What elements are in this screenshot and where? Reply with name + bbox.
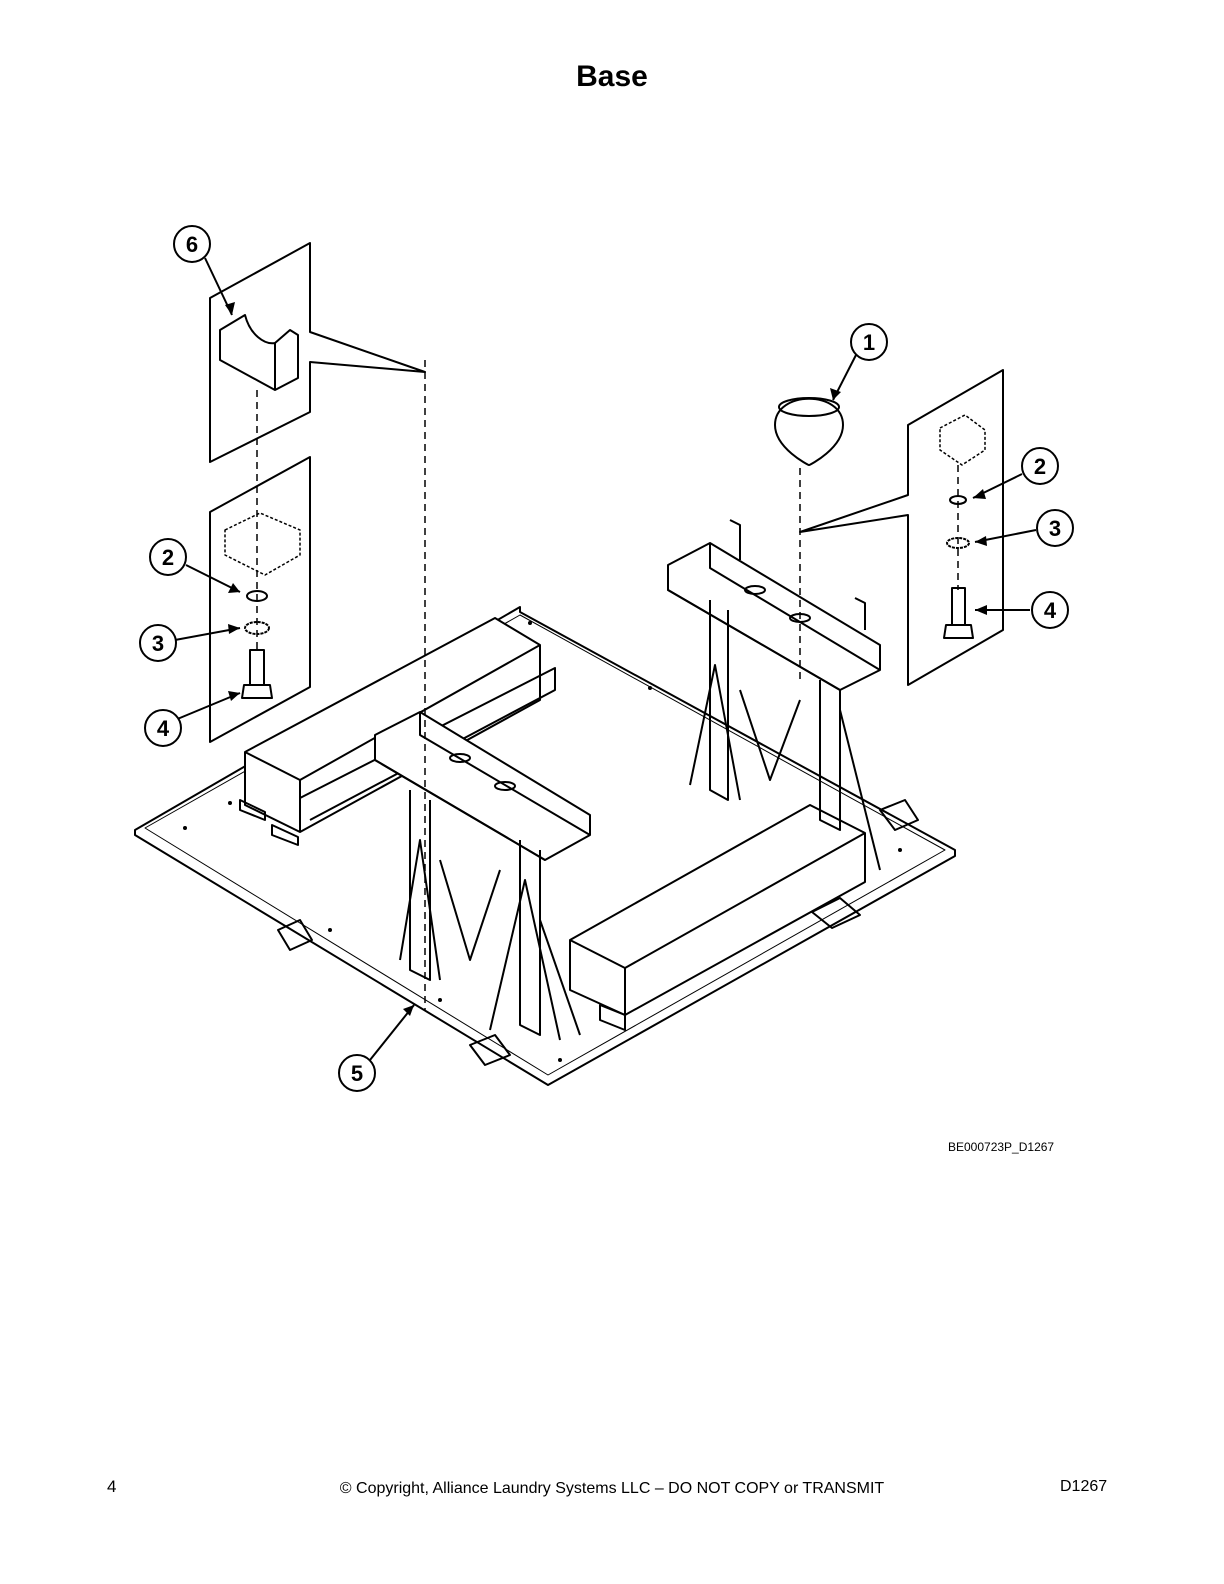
center-lines: [256, 360, 959, 1010]
svg-text:1: 1: [863, 330, 875, 355]
copyright-notice: © Copyright, Alliance Laundry Systems LL…: [339, 1480, 885, 1497]
svg-text:2: 2: [162, 545, 174, 570]
page-number: 4: [107, 1477, 117, 1496]
svg-text:4: 4: [157, 716, 170, 741]
callout-1: 1: [850, 323, 888, 361]
svg-text:2: 2: [1034, 454, 1046, 479]
front-bracket: [374, 711, 591, 1041]
svg-text:4: 4: [1044, 598, 1057, 623]
callout-2-left: 2: [149, 538, 187, 576]
callout-6: 6: [173, 225, 211, 263]
svg-text:3: 3: [1049, 516, 1061, 541]
svg-text:5: 5: [351, 1061, 363, 1086]
callout-4-left: 4: [144, 709, 182, 747]
callout-5: 5: [338, 1054, 376, 1092]
callout-3-left: 3: [139, 624, 177, 662]
arrowheads: [225, 302, 987, 1016]
page-title: Base: [576, 60, 648, 93]
inset-lower-left: [209, 456, 311, 743]
figure-reference: BE000723P_D1267: [948, 1140, 1055, 1154]
inset-upper-left: [209, 242, 426, 463]
dome-part: [774, 397, 844, 466]
callout-2-right: 2: [1021, 447, 1059, 485]
inset-right: [799, 369, 1004, 686]
document-code: D1267: [1060, 1478, 1108, 1495]
svg-text:3: 3: [152, 631, 164, 656]
callout-4-right: 4: [1031, 591, 1069, 629]
svg-text:6: 6: [186, 232, 198, 257]
right-block: [569, 804, 866, 1031]
rear-bracket: [667, 519, 881, 871]
callout-3-right: 3: [1036, 509, 1074, 547]
